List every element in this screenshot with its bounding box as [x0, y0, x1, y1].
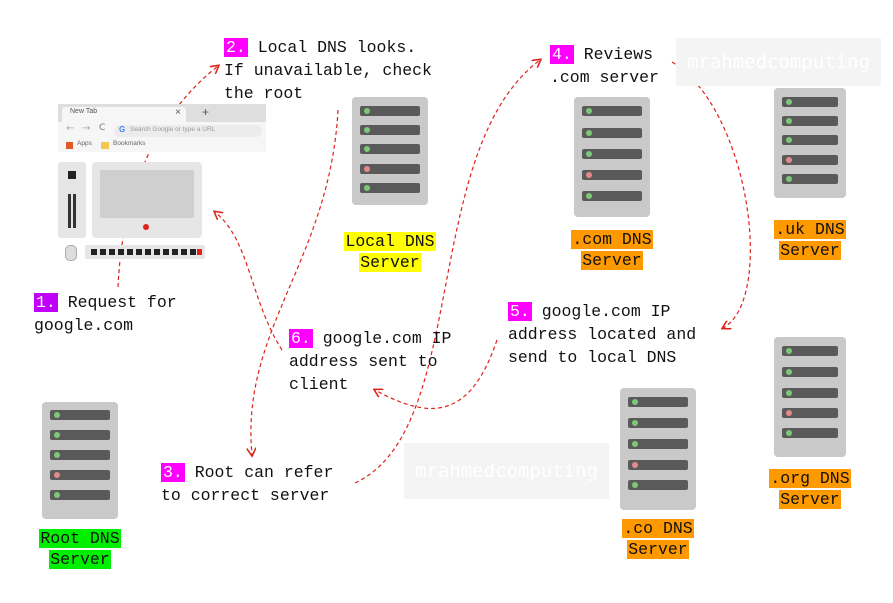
- power-light: [143, 224, 149, 230]
- browser-tab[interactable]: New Tab ×: [62, 107, 186, 122]
- arrow-step5-to-client: [375, 339, 498, 409]
- step-5: 5. google.com IP address located and sen…: [508, 302, 697, 367]
- drive-slot: [68, 194, 71, 228]
- step-2: 2. Local DNS looks. If unavailable, chec…: [224, 38, 432, 103]
- server-icon-uk: [774, 88, 846, 198]
- server-label-com: .com DNS Server: [571, 230, 653, 270]
- keyboard-key-red: [197, 249, 202, 255]
- arrow-com-to-step5: [671, 61, 751, 328]
- step-1: 1. Request for google.com: [34, 293, 177, 335]
- browser-toolbar: ← → C G Search Google or type a URL: [58, 122, 266, 140]
- step-3: 3. Root can refer to correct server: [161, 463, 334, 505]
- server-label-uk: .uk DNS Server: [774, 220, 846, 260]
- forward-icon[interactable]: →: [82, 123, 91, 134]
- arrow-local-to-root: [251, 109, 339, 455]
- step-4: 4. Reviews .com server: [550, 45, 659, 87]
- server-icon-org: [774, 337, 846, 457]
- computer-tower: [58, 162, 86, 238]
- apps-icon: [66, 142, 73, 149]
- watermark: mrahmedcomputing: [676, 38, 881, 86]
- reload-icon[interactable]: C: [99, 123, 106, 133]
- step-number: 4.: [550, 45, 574, 64]
- new-tab-icon[interactable]: +: [202, 105, 210, 119]
- keyboard: [85, 245, 205, 259]
- monitor: [92, 162, 202, 238]
- server-icon-co: [620, 388, 696, 510]
- step-number: 1.: [34, 293, 58, 312]
- monitor-screen: [100, 170, 194, 218]
- client-computer: New Tab × + ← → C G Search Google or typ…: [58, 104, 266, 266]
- server-icon-root: [42, 402, 118, 519]
- search-placeholder: Search Google or type a URL: [130, 126, 216, 133]
- power-icon: [68, 171, 76, 179]
- keyboard-keys: [91, 249, 197, 255]
- arrow-root-to-com: [354, 60, 540, 484]
- server-icon-com: [574, 97, 650, 217]
- watermark: mrahmedcomputing: [404, 443, 609, 499]
- drive-slot: [73, 194, 76, 228]
- folder-icon: [101, 142, 109, 149]
- step-number: 6.: [289, 329, 313, 348]
- server-label-org: .org DNS Server: [769, 469, 851, 509]
- search-input[interactable]: G Search Google or type a URL: [114, 125, 262, 137]
- browser-tabbar: New Tab × +: [58, 104, 266, 122]
- server-label-co: .co DNS Server: [622, 519, 694, 559]
- bookmarks-bar: Apps Bookmarks: [58, 140, 266, 152]
- server-label-root: Root DNS Server: [39, 529, 121, 569]
- bookmark-apps[interactable]: Apps: [77, 140, 92, 147]
- google-icon: G: [119, 125, 126, 134]
- tab-title: New Tab: [70, 108, 98, 115]
- step-number: 5.: [508, 302, 532, 321]
- bookmark-bookmarks[interactable]: Bookmarks: [113, 140, 146, 147]
- back-icon[interactable]: ←: [66, 123, 75, 134]
- step-6: 6. google.com IP address sent to client: [289, 329, 452, 394]
- step-number: 2.: [224, 38, 248, 57]
- close-icon[interactable]: ×: [175, 107, 181, 118]
- step-number: 3.: [161, 463, 185, 482]
- mouse: [65, 245, 77, 261]
- server-label-local: Local DNS Server: [344, 232, 436, 272]
- server-icon-local: [352, 97, 428, 205]
